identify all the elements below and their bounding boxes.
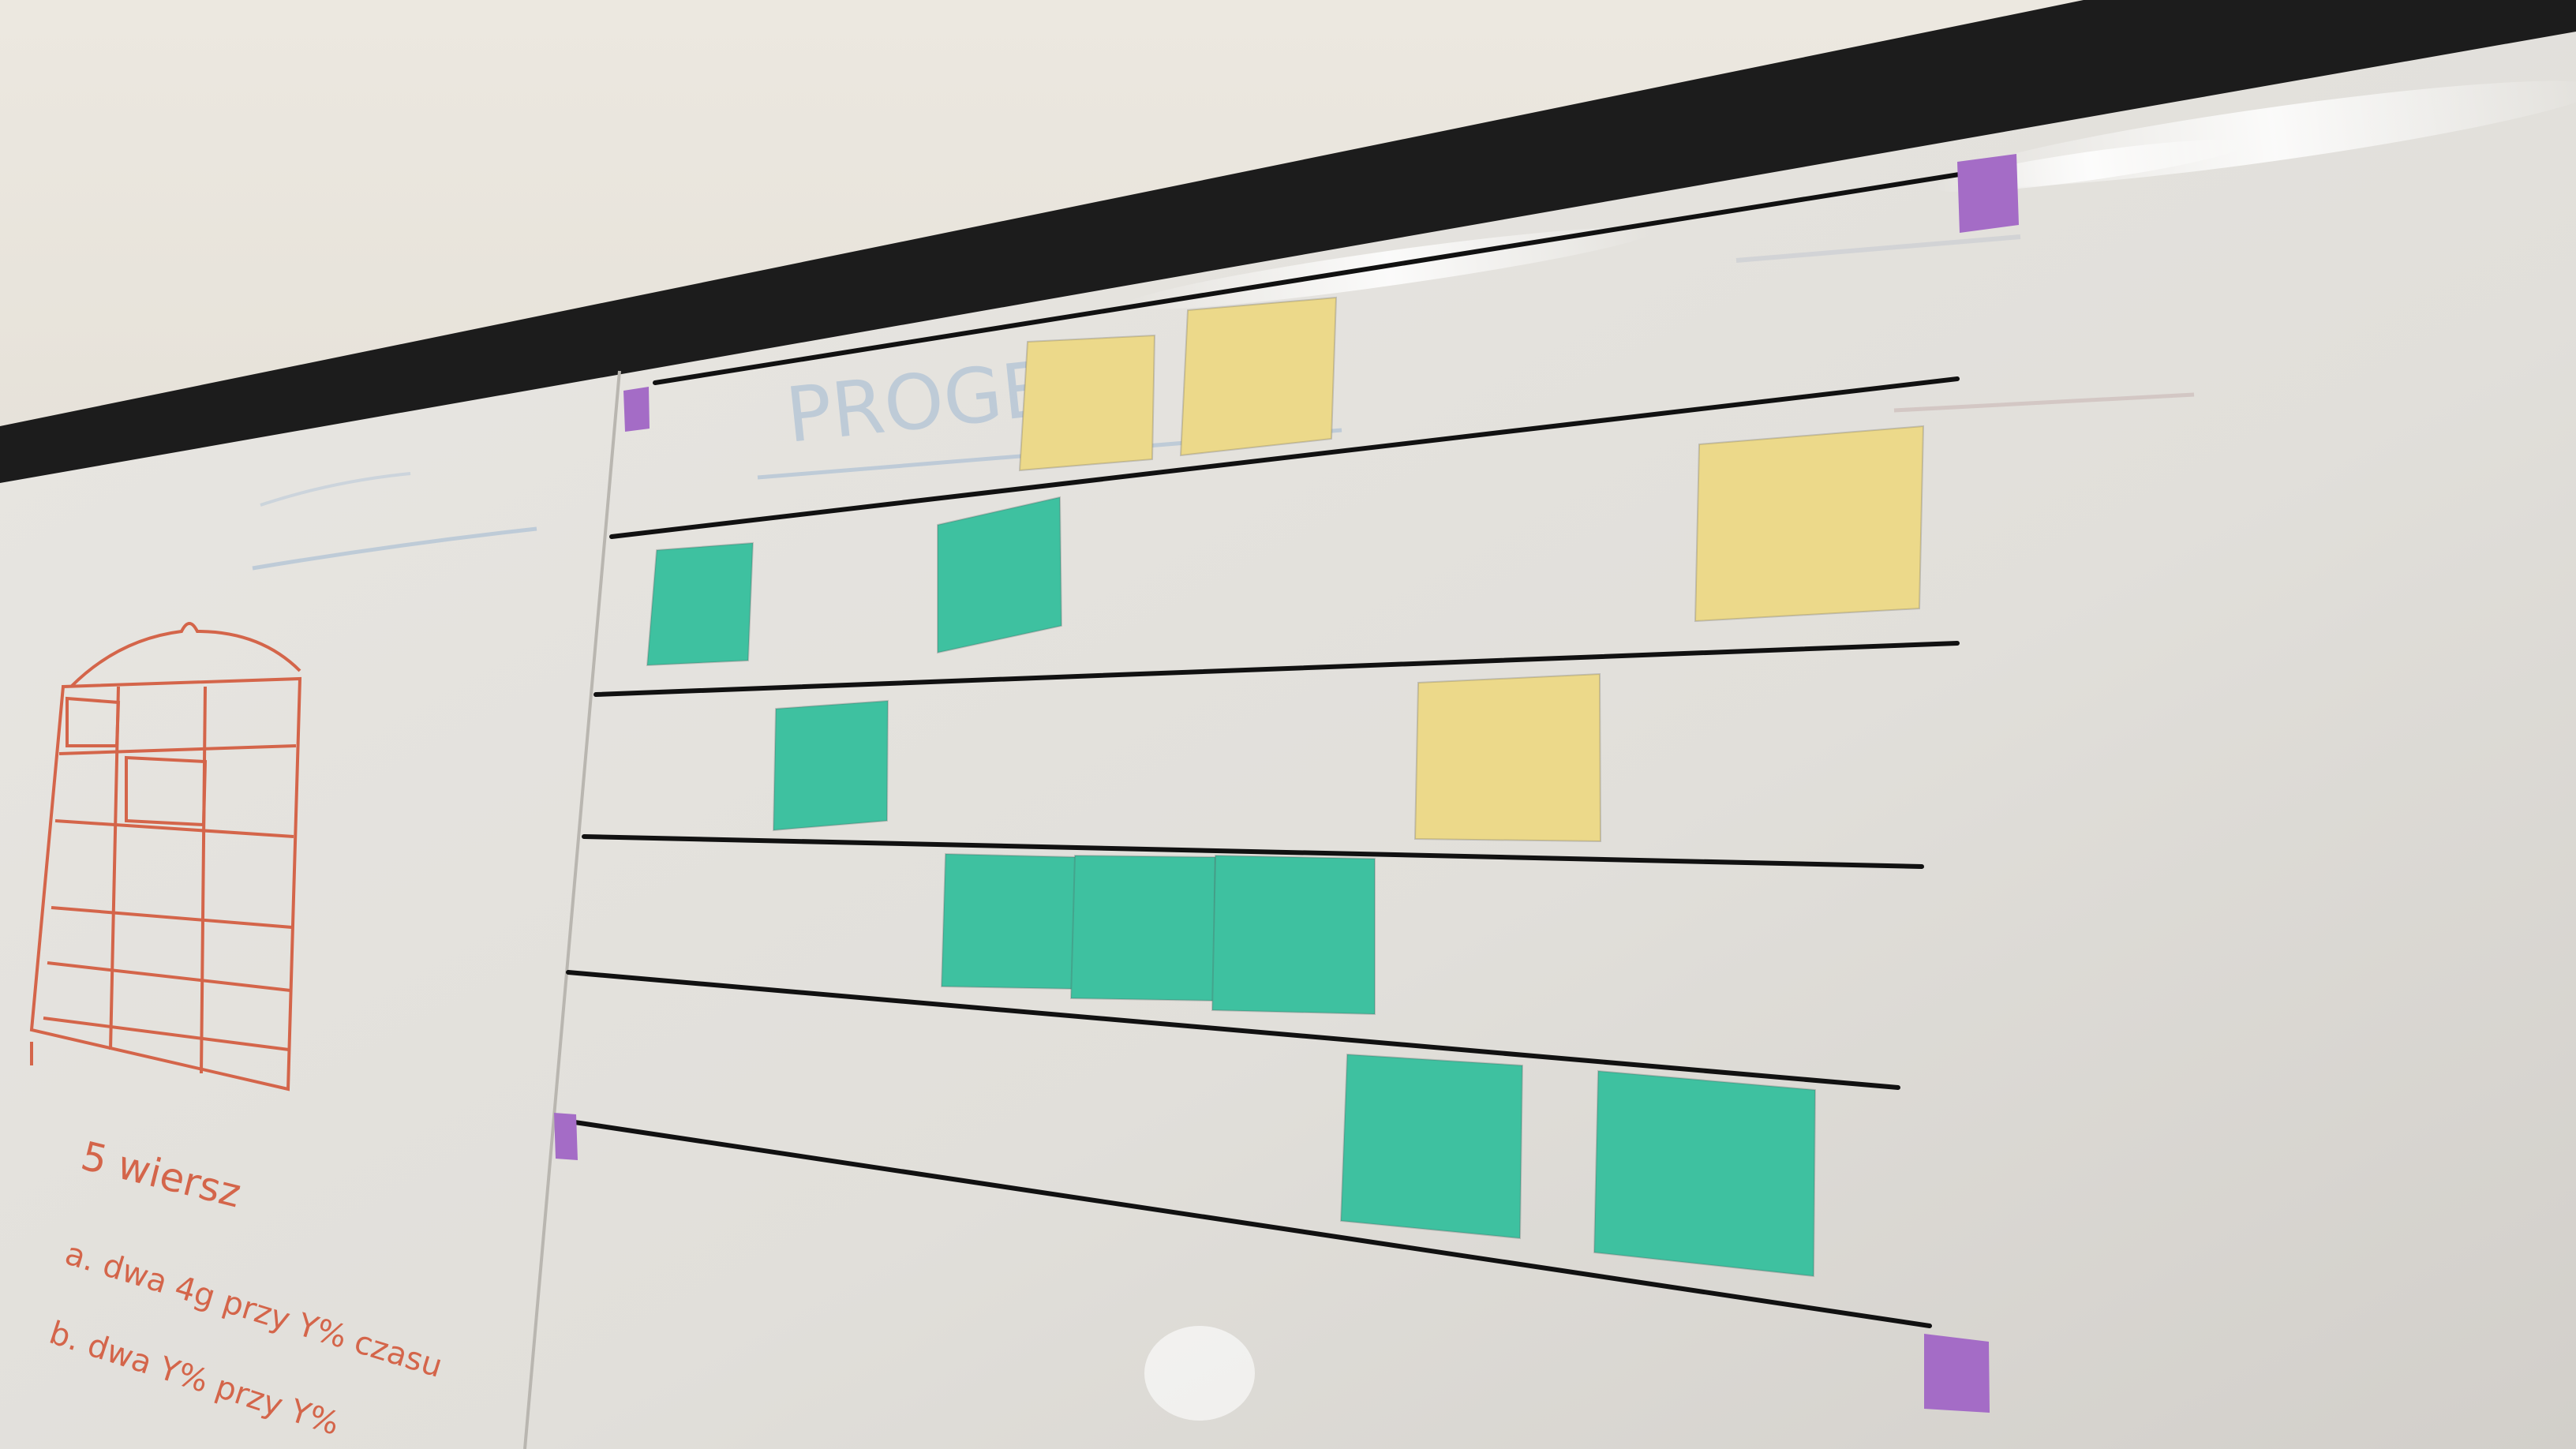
grid-line-top [653,167,1991,385]
sticky-notes [646,296,1925,1278]
sticky-note-teal [1339,1053,1524,1240]
light-reflection-bottom [1144,1326,1255,1421]
whiteboard-surface [0,32,2576,1449]
sticky-note-teal [937,496,1063,654]
grid-line-row-4 [566,970,1900,1090]
sticky-note-teal [1593,1069,1817,1278]
sticky-note-teal [1069,854,1217,1002]
purple-tape-bottom-right [1924,1334,1990,1413]
grid-line-row-1 [609,376,1960,539]
sticky-note-teal [772,699,889,832]
red-marker-sketch [29,622,302,1091]
tape-grid-lines [562,167,1991,1328]
board-top-rail [0,0,2576,483]
sticky-note-yellow [1413,672,1602,843]
sticky-note-yellow [1018,334,1156,472]
sticky-note-teal [1211,854,1376,1016]
grid-line-row-3 [582,834,1924,869]
purple-tape-top-right [1957,154,2019,233]
purple-tape-bottom-left [554,1113,578,1160]
purple-tape-top-left [623,387,650,432]
purple-tape-markers [554,154,2019,1413]
grid-line-row-2 [593,641,1960,697]
sticky-note-yellow [1694,425,1925,623]
sticky-note-yellow [1179,296,1338,457]
board-panel-seam [523,370,621,1449]
sticky-note-teal [646,541,754,667]
grid-line-bottom [562,1118,1932,1328]
sticky-note-teal [940,852,1078,990]
